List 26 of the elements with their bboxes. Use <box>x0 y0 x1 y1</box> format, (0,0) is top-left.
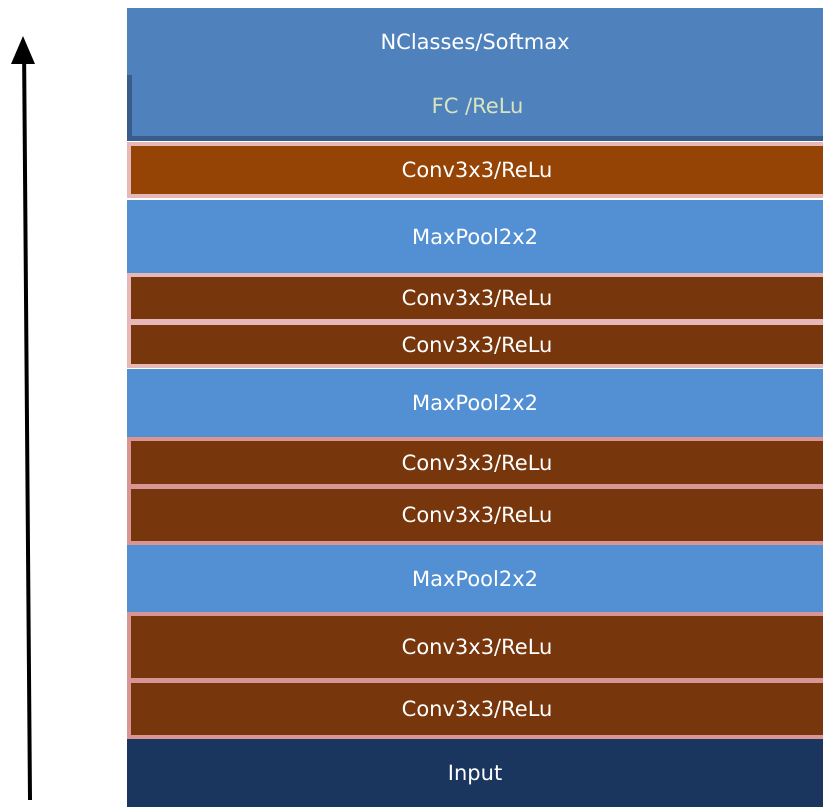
conv-layer-band <box>127 679 823 739</box>
layer-label: Conv3x3/ReLu <box>402 286 552 310</box>
layer-label: Conv3x3/ReLu <box>402 697 552 721</box>
layer-label: Conv3x3/ReLu <box>402 332 552 356</box>
layer-label: FC /ReLu <box>432 94 524 118</box>
input-layer-band <box>127 739 823 807</box>
pooling-layer-band <box>127 545 823 612</box>
layer-label: NClasses/Softmax <box>380 30 570 54</box>
layer-label: Conv3x3/ReLu <box>402 635 552 659</box>
layer-label: MaxPool2x2 <box>412 391 538 415</box>
pooling-layer-band <box>127 369 823 437</box>
layer-label: Input <box>448 761 502 785</box>
layer-label: MaxPool2x2 <box>412 224 538 248</box>
output-layer-band <box>127 8 823 75</box>
layer-label: Conv3x3/ReLu <box>402 503 552 527</box>
conv-layer-band <box>127 321 823 368</box>
conv-layer-band <box>127 142 823 198</box>
conv-layer-band <box>127 273 823 323</box>
pooling-layer-band <box>127 200 823 273</box>
dense-layer-band <box>127 75 823 141</box>
conv-layer-band <box>127 437 823 488</box>
layer-label: Conv3x3/ReLu <box>402 158 552 182</box>
conv-layer-band <box>127 612 823 682</box>
layer-label: Conv3x3/ReLu <box>402 450 552 474</box>
layer-label: MaxPool2x2 <box>412 566 538 590</box>
conv-layer-band <box>127 485 823 545</box>
